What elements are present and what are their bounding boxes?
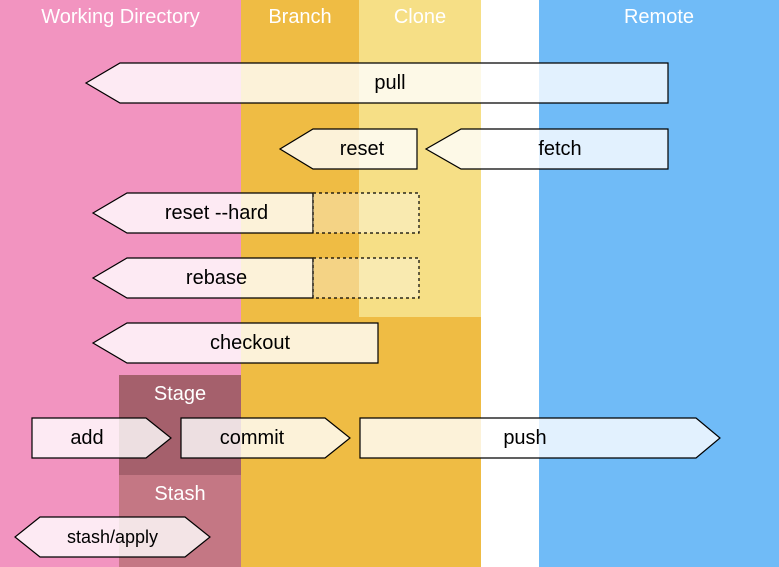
pull-label: pull [374,72,406,94]
add-label: add [70,427,104,449]
fetch-label: fetch [538,138,582,160]
checkout-label: checkout [209,332,291,354]
lane-title-clone: Clone [393,6,447,28]
commit-label: commit [219,427,285,449]
reset-hard-dashed-extension [312,192,420,234]
push-arrow [359,417,721,459]
rebase-label: rebase [185,267,248,289]
stash-label: Stash [154,483,206,505]
stash-apply-arrow [14,516,211,558]
reset-arrow [278,128,418,170]
fetch-arrow [424,128,669,170]
push-label: push [503,427,547,449]
reset-hard-label: reset --hard [164,202,269,224]
stage-label: Stage [153,383,207,405]
commit-arrow [180,417,351,459]
add-arrow [31,417,172,459]
rebase-dashed-extension [312,257,420,299]
lane-title-working-directory: Working Directory [41,6,200,28]
checkout-arrow [91,322,379,364]
lane-title-remote: Remote [623,6,695,28]
pull-arrow [84,62,669,104]
reset-label: reset [339,138,385,160]
stash-apply-label: stash/apply [66,527,159,547]
lane-title-branch: Branch [268,6,332,28]
